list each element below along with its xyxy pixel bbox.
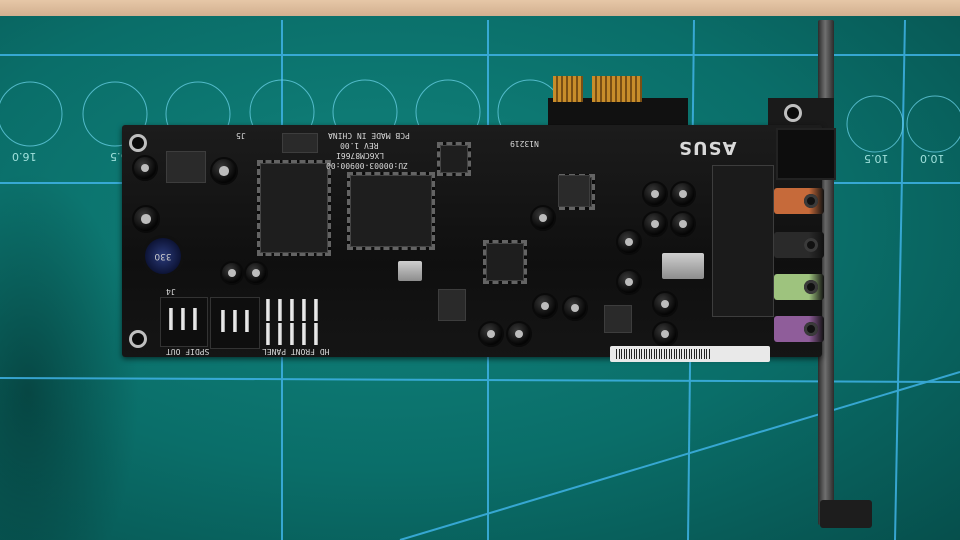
capacitor	[132, 155, 158, 181]
silkscreen-text: ZU:00003-00900:00	[326, 161, 408, 170]
capacitor	[670, 211, 696, 237]
capacitor	[530, 205, 556, 231]
small-ic	[437, 142, 471, 176]
small-ic	[483, 240, 527, 284]
certification-text: N13219	[510, 139, 539, 148]
smd-array	[712, 165, 774, 317]
pcie-contacts	[553, 76, 583, 102]
voltage-regulator	[166, 151, 206, 183]
pcie-contacts	[592, 76, 642, 102]
header-label: HD FRONT PANEL	[262, 347, 330, 356]
mounting-hole	[132, 137, 144, 149]
shadow	[0, 170, 140, 540]
component	[438, 289, 466, 321]
mounting-hole	[787, 107, 799, 119]
capacitor	[670, 181, 696, 207]
audio-jack-green	[774, 274, 824, 300]
ruler-number: 10.0	[920, 152, 945, 165]
audio-codec-chip	[347, 172, 435, 250]
mounting-hole	[132, 333, 144, 345]
audio-jack-black	[774, 232, 824, 258]
capacitor	[532, 293, 558, 319]
inductor-marking: 330	[154, 251, 172, 261]
capacitor	[220, 261, 244, 285]
capacitor	[616, 269, 642, 295]
capacitor	[506, 321, 532, 347]
capacitor	[478, 321, 504, 347]
silkscreen-text: REV 1.00	[340, 141, 379, 150]
barcode	[616, 349, 711, 359]
pcb-board: 330	[122, 107, 822, 357]
capacitor	[652, 321, 678, 347]
ruler-number: 10.5	[864, 152, 889, 165]
silkscreen-text: LX6CM8766I	[336, 151, 385, 160]
crystal	[398, 261, 422, 281]
spdif-header	[160, 297, 208, 347]
inductor: 330	[142, 235, 184, 277]
header-label: J4	[166, 287, 176, 296]
capacitor	[132, 205, 160, 233]
silkscreen-text: PCB MADE IN CHINA	[328, 131, 410, 140]
dsp-chip	[257, 160, 331, 256]
bracket-top	[768, 98, 834, 130]
capacitor	[210, 157, 238, 185]
capacitor	[562, 295, 588, 321]
audio-jack-orange	[774, 188, 824, 214]
optical-out-port	[776, 128, 836, 180]
capacitor	[616, 229, 642, 255]
pcie-tab	[548, 98, 688, 128]
serial-sticker	[610, 346, 770, 362]
capacitor	[642, 211, 668, 237]
ruler-number: 16.0	[12, 150, 37, 163]
bracket-foot	[820, 500, 872, 528]
component	[558, 175, 590, 207]
header-label: J5	[236, 131, 246, 140]
capacitor	[642, 181, 668, 207]
asus-logo: ASUS	[678, 137, 737, 158]
front-panel-header	[262, 295, 324, 347]
fan-header	[210, 297, 260, 349]
audio-jack-purple	[774, 316, 824, 342]
capacitor	[652, 291, 678, 317]
component	[604, 305, 632, 333]
component	[282, 133, 318, 153]
relay-module	[662, 253, 704, 279]
header-label: SPDIF OUT	[166, 347, 210, 356]
capacitor	[244, 261, 268, 285]
